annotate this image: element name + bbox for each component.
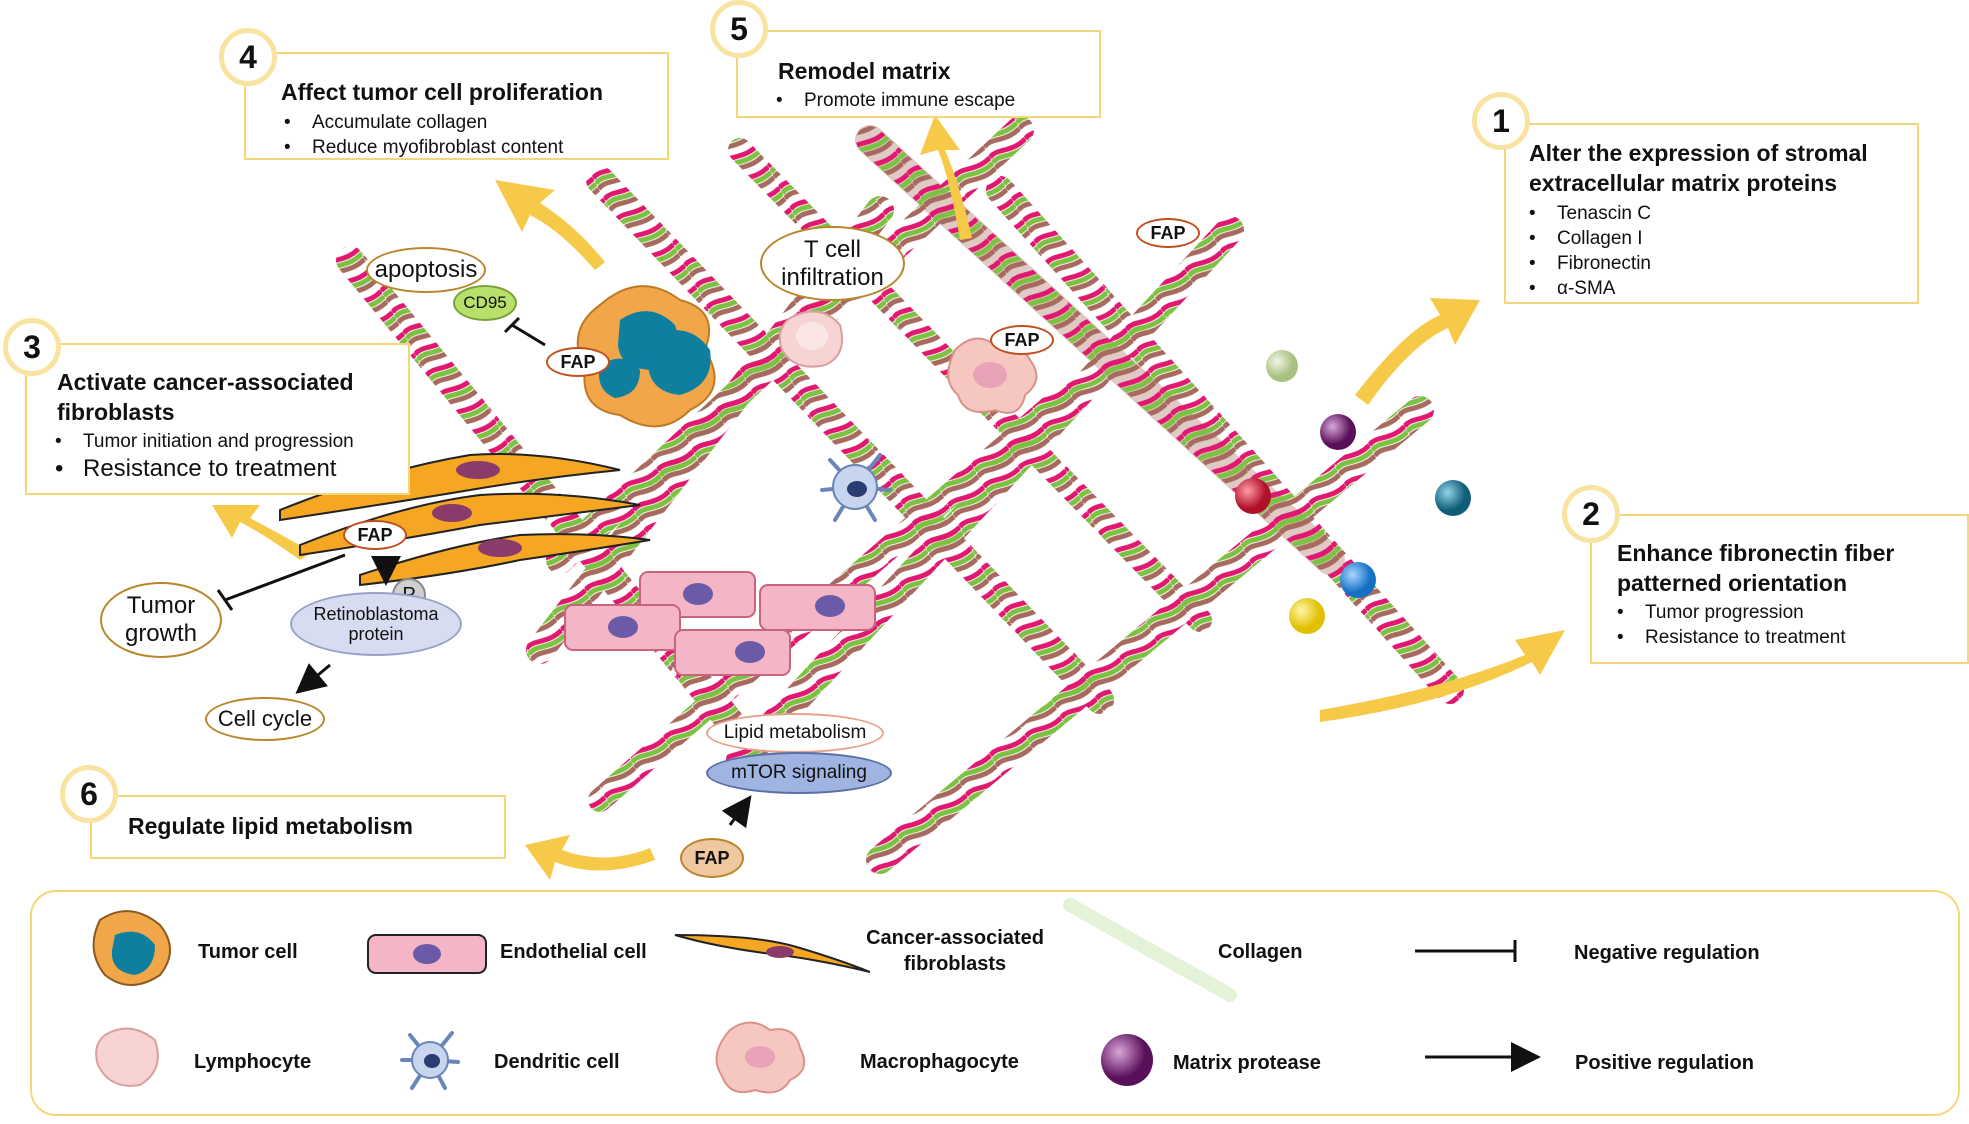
step-number-6: 6 (60, 765, 118, 823)
mtor-signaling-label: mTOR signaling (706, 752, 892, 794)
yellow-arrows (212, 115, 1565, 880)
box-5-list: Promote immune escape (776, 88, 1015, 113)
cell-cycle-label: Cell cycle (205, 697, 325, 741)
box-5-title: Remodel matrix (778, 58, 951, 84)
legend-matrix-protease: Matrix protease (1173, 1052, 1321, 1074)
fap-label: FAP (546, 347, 610, 377)
retinoblastoma-protein-label: Retinoblastoma protein (290, 592, 462, 656)
legend-lymphocyte: Lymphocyte (194, 1051, 312, 1073)
box-5-item: Promote immune escape (776, 88, 1015, 113)
step-number-2: 2 (1562, 485, 1620, 543)
legend-negative-regulation: Negative regulation (1574, 942, 1760, 964)
step-number-3: 3 (3, 318, 61, 376)
apoptosis-label: apoptosis (366, 247, 486, 293)
legend-positive-regulation: Positive regulation (1575, 1052, 1754, 1074)
box-3-title: Activate cancer-associated fibroblasts (57, 369, 354, 425)
cd95-label: CD95 (453, 285, 517, 321)
lipid-metabolism-label: Lipid metabolism (706, 713, 884, 753)
tumor-cell-cluster (576, 285, 716, 428)
step-number-5: 5 (710, 0, 768, 58)
box-activate-caf: Activate cancer-associated fibroblasts T… (25, 343, 410, 495)
box-1-title: Alter the expression of stromal extracel… (1529, 140, 1868, 196)
legend-macrophagocyte: Macrophagocyte (860, 1051, 1019, 1073)
box-2-item: Resistance to treatment (1617, 625, 1846, 650)
box-3-list: Tumor initiation and progression Resista… (55, 429, 354, 484)
box-1-item: Fibronectin (1529, 251, 1651, 276)
box-4-list: Accumulate collagen Reduce myofibroblast… (284, 110, 563, 160)
legend-endothelial-cell: Endothelial cell (500, 941, 647, 963)
box-1-list: Tenascin C Collagen I Fibronectin α-SMA (1529, 201, 1651, 301)
box-2-item: Tumor progression (1617, 600, 1846, 625)
fap-label: FAP (990, 325, 1054, 355)
collagen-lattice (336, 116, 1464, 874)
box-4-item: Reduce myofibroblast content (284, 135, 563, 160)
legend-icons (92, 898, 1541, 1094)
tumor-growth-label: Tumor growth (100, 582, 222, 658)
fap-label: FAP (680, 838, 744, 878)
box-2-title: Enhance fibronectin fiber patterned orie… (1617, 540, 1895, 596)
dendritic-cell (820, 453, 892, 522)
box-fibronectin-orientation: Enhance fibronectin fiber patterned orie… (1590, 514, 1969, 664)
box-remodel-matrix: Remodel matrix Promote immune escape (736, 30, 1101, 118)
matrix-protease-spheres (1235, 350, 1471, 634)
legend-panel (30, 890, 1960, 1116)
box-2-list: Tumor progression Resistance to treatmen… (1617, 600, 1846, 650)
step-number-4: 4 (219, 28, 277, 86)
legend-cancer-associated-fibroblasts: Cancer-associated fibroblasts (866, 927, 1044, 975)
box-regulate-lipid-metabolism: Regulate lipid metabolism (90, 795, 506, 859)
macrophagocyte-cell (947, 337, 1038, 414)
fap-label: FAP (1136, 218, 1200, 248)
box-affect-tumor-proliferation: Affect tumor cell proliferation Accumula… (244, 52, 669, 160)
box-1-item: α-SMA (1529, 276, 1651, 301)
legend-collagen: Collagen (1218, 941, 1303, 963)
box-4-item: Accumulate collagen (284, 110, 563, 135)
box-alter-ecm-expression: Alter the expression of stromal extracel… (1504, 123, 1919, 304)
regulation-lines (216, 316, 752, 829)
legend-tumor-cell: Tumor cell (198, 941, 298, 963)
t-cell-infiltration-label: T cell infiltration (760, 226, 905, 301)
box-1-item: Tenascin C (1529, 201, 1651, 226)
box-4-title: Affect tumor cell proliferation (281, 79, 604, 105)
box-3-item: Tumor initiation and progression (55, 429, 354, 454)
box-3-item: Resistance to treatment (55, 454, 354, 484)
box-6-title: Regulate lipid metabolism (128, 813, 413, 839)
legend-dendritic-cell: Dendritic cell (494, 1051, 620, 1073)
step-number-1: 1 (1472, 92, 1530, 150)
box-1-item: Collagen I (1529, 226, 1651, 251)
endothelial-cells (564, 571, 876, 676)
lymphocyte-cell (778, 310, 844, 368)
fap-label: FAP (343, 520, 407, 550)
